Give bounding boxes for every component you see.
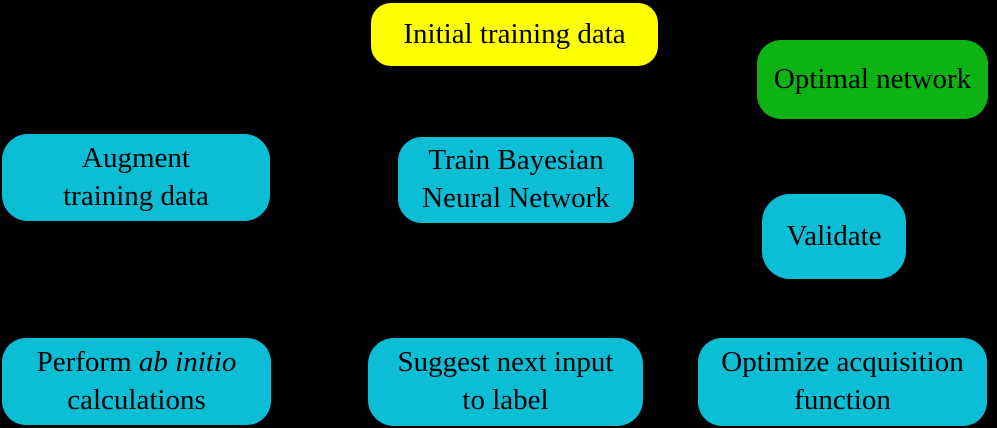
node-optimal-network: Optimal network (757, 40, 988, 119)
node-label-line2: Neural Network (422, 182, 610, 214)
node-label: Initial training data (403, 17, 626, 50)
node-label-line1-prefix: Perform (36, 345, 139, 378)
node-validate: Validate (762, 194, 906, 279)
node-optimize-acquisition-function: Optimize acquisition function (698, 338, 987, 426)
node-label-line1: Suggest next input (397, 346, 614, 379)
node-initial-training-data: Initial training data (371, 3, 658, 66)
node-label: Validate (786, 219, 882, 252)
node-label-line1-italic: ab initio (138, 345, 237, 378)
node-suggest-next-input-to-label: Suggest next input to label (368, 338, 643, 426)
node-label-line1: Perform ab initio (37, 344, 237, 382)
node-label-line1: Augment (82, 141, 190, 174)
node-label-line2: function (794, 384, 891, 416)
node-label-line2: to label (462, 384, 549, 416)
node-label: Optimal network (773, 62, 972, 95)
node-label-line1: Optimize acquisition (721, 346, 964, 379)
node-train-bayesian-neural-network: Train Bayesian Neural Network (398, 137, 634, 223)
node-augment-training-data: Augment training data (2, 134, 270, 221)
node-perform-ab-initio-calculations: Perform ab initio calculations (2, 338, 271, 425)
node-label-line2: training data (63, 179, 209, 212)
node-label-line1: Train Bayesian (428, 144, 604, 177)
node-label-line2: calculations (67, 383, 206, 416)
